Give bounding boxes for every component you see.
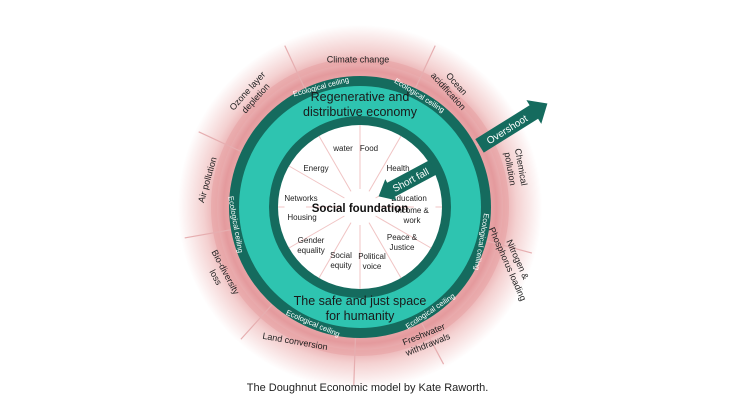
- social-label-income: work: [403, 216, 422, 225]
- overshoot-arrow-shape: [475, 100, 548, 153]
- center-double-arrow: [284, 203, 436, 211]
- outer-spoke: [184, 229, 232, 239]
- social-label-social: Social: [330, 251, 352, 260]
- social-label-networks: Networks: [284, 194, 317, 203]
- boundary-label-line: Climate change: [327, 54, 390, 64]
- social-label-housing: Housing: [287, 213, 316, 222]
- inner-spoke: [318, 222, 352, 279]
- outer-boundary-ring: [211, 58, 509, 356]
- top-title-line-1: Regenerative and: [311, 90, 410, 104]
- outer-spoke: [414, 45, 436, 89]
- social-label-peace: Justice: [390, 243, 415, 252]
- social-label-gender: equality: [297, 246, 325, 255]
- outer-spoke: [284, 45, 306, 89]
- shortfall-arrow-shape: [378, 160, 438, 201]
- social-core: [278, 125, 442, 289]
- social-label-health: Health: [386, 164, 409, 173]
- inner-spoke: [288, 165, 345, 199]
- social-label-social: equity: [330, 261, 351, 270]
- inner-spoke: [375, 215, 432, 249]
- social-label-peace: Peace &: [387, 233, 418, 242]
- bottom-title-line-2: for humanity: [326, 309, 396, 323]
- bottom-title-line-1: The safe and just space: [294, 294, 427, 308]
- inner-spoke: [368, 222, 402, 279]
- inner-spokes: [278, 125, 442, 289]
- social-label-water: water: [332, 144, 353, 153]
- inner-spoke: [318, 135, 352, 192]
- social-label-gender: Gender: [298, 236, 325, 245]
- social-label-food: Food: [360, 144, 378, 153]
- top-title-line-2: distributive economy: [303, 105, 418, 119]
- outer-spoke: [353, 337, 357, 385]
- outer-spoke: [198, 131, 242, 153]
- social-label-political: voice: [363, 262, 382, 271]
- outer-spoke: [240, 303, 273, 340]
- social-label-political: Political: [358, 252, 386, 261]
- center-arrow-right-head: [428, 203, 436, 211]
- inner-spoke: [368, 135, 402, 192]
- inner-spoke: [288, 215, 345, 249]
- caption: The Doughnut Economic model by Kate Rawo…: [246, 382, 489, 394]
- social-label-education: Education: [391, 194, 427, 203]
- outer-spoke: [420, 322, 445, 365]
- social-label-income: Income &: [395, 206, 429, 215]
- center-title: Social foundation: [312, 203, 408, 215]
- boundary-label-climate: Climate change: [327, 54, 390, 64]
- outer-spoke: [486, 240, 533, 254]
- social-label-energy: Energy: [303, 164, 328, 173]
- center-arrow-left-head: [284, 203, 292, 211]
